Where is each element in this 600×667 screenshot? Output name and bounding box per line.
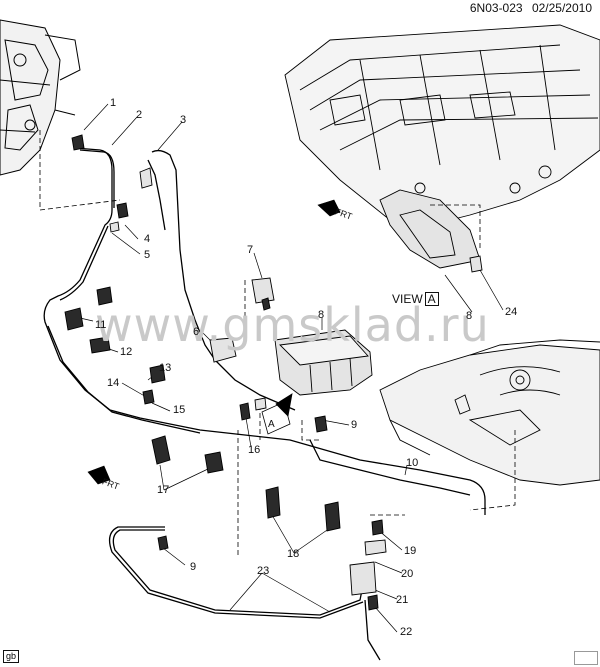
callout-17: 17 (157, 484, 170, 496)
callout-20: 20 (401, 568, 414, 580)
fuel-tank-illustration (379, 339, 600, 486)
part-5 (109, 221, 120, 233)
part-11b (64, 307, 84, 331)
part-21 (349, 561, 377, 596)
part-22 (367, 594, 379, 611)
view-letter-box: A (424, 292, 439, 306)
callout-10: 10 (406, 457, 419, 469)
part-15 (142, 389, 155, 405)
part-11a (96, 286, 113, 306)
callout-6: 6 (193, 326, 200, 338)
part-17a (151, 435, 171, 465)
part-19 (371, 519, 384, 536)
callout-23: 23 (257, 565, 270, 577)
part-13 (149, 364, 166, 384)
section-marker (261, 393, 293, 435)
part-1 (71, 134, 85, 151)
callout-15: 15 (173, 404, 186, 416)
part-18b (324, 501, 341, 532)
part-7 (251, 277, 275, 304)
callout-1: 1 (110, 97, 117, 109)
section-marker-letter: A (268, 419, 275, 430)
diagram-code: 6N03-023 (469, 1, 523, 15)
callout-24: 24 (505, 306, 518, 318)
callout-9a: 9 (351, 419, 358, 431)
part-20 (364, 539, 387, 556)
frt-arrow-lower (87, 465, 111, 485)
part-9a (314, 415, 328, 433)
part-9b (157, 535, 169, 551)
watermark: www.gmsklad.ru (95, 298, 490, 352)
callout-5: 5 (144, 249, 151, 261)
leader-lines (39, 130, 516, 555)
part-16 (239, 402, 251, 421)
diagram-date: 02/25/2010 (531, 1, 592, 15)
diagram-header: 6N03-023 02/25/2010 (464, 1, 592, 15)
callout-9b: 9 (190, 561, 197, 573)
part-17b (204, 451, 224, 474)
callout-8b: 8 (466, 310, 473, 322)
callout-4: 4 (144, 233, 151, 245)
callout-2: 2 (136, 109, 143, 121)
callout-7: 7 (247, 244, 254, 256)
part-18a (265, 486, 281, 519)
engine-illustration (0, 19, 81, 176)
fuel-vapor-pipes (43, 147, 486, 661)
part-24 (469, 255, 483, 273)
part-6 (209, 337, 237, 363)
callout-14: 14 (107, 377, 120, 389)
callout-12: 12 (120, 346, 133, 358)
view-label: VIEW (392, 292, 423, 306)
corner-mark (574, 651, 598, 665)
callout-13: 13 (159, 362, 172, 374)
callout-8a: 8 (318, 309, 325, 321)
footer-tag: gb (3, 650, 20, 663)
callout-21: 21 (396, 594, 409, 606)
floor-pan-illustration (284, 24, 600, 269)
parts (64, 134, 483, 611)
callout-11: 11 (95, 319, 107, 331)
part-12 (89, 336, 111, 354)
callout-16: 16 (248, 444, 261, 456)
callout-22: 22 (400, 626, 413, 638)
callout-18: 18 (287, 548, 300, 560)
callout-19: 19 (404, 545, 417, 557)
part-4 (116, 202, 129, 219)
callout-3: 3 (180, 114, 187, 126)
frt-arrow-upper (317, 199, 341, 217)
